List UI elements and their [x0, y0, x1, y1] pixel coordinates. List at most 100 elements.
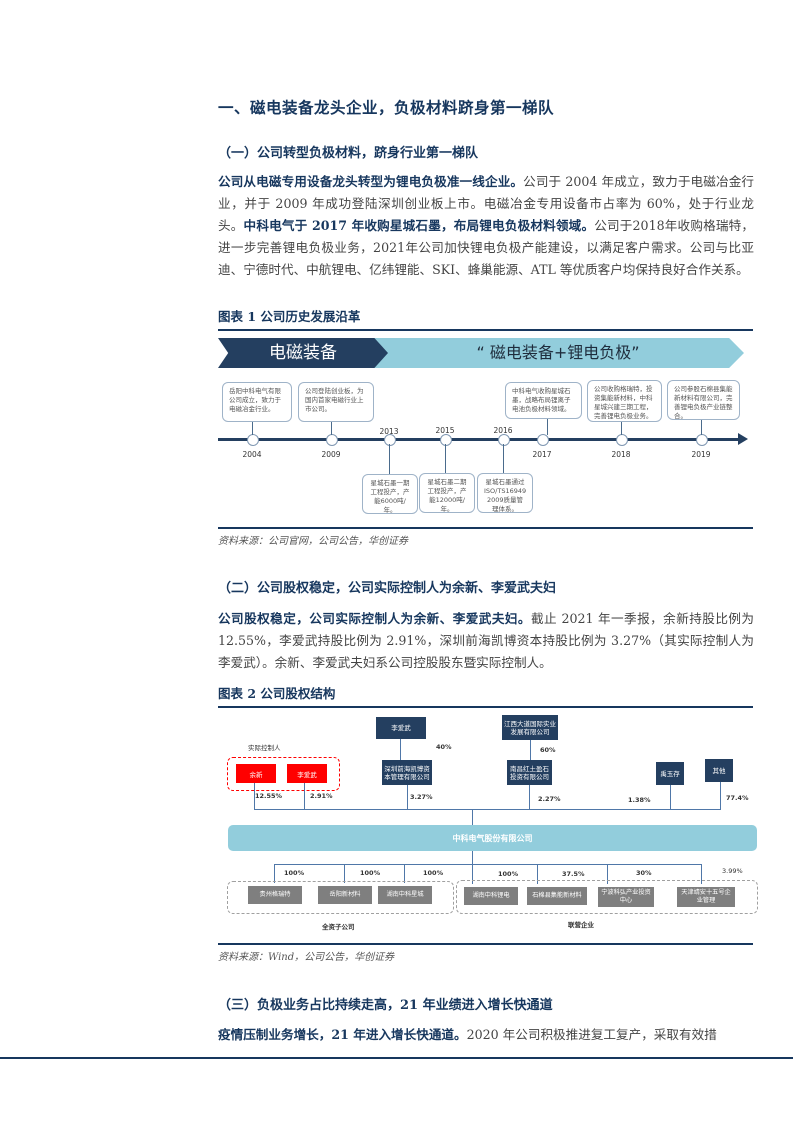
- event-box-2018: 公司收购格瑞特，投资集能新材料，中科星城兴建三期工程，完善锂电负极业务。: [587, 380, 662, 422]
- timeline-node-2009: [326, 434, 338, 446]
- pct-label: 77.4%: [726, 794, 749, 802]
- subsection-1-title: （一）公司转型负极材料，跻身行业第一梯队: [218, 146, 479, 161]
- year-label: 2019: [691, 450, 711, 459]
- pct-label: 12.55%: [255, 792, 283, 800]
- para-1-bold-2: 中科电气于 2017 年收购星城石墨，布局锂电负极材料领域。: [243, 218, 595, 233]
- pct-label: 100%: [360, 869, 381, 877]
- connector: [547, 419, 548, 435]
- event-box-2004: 岳阳中科电气有限公司成立，致力于电磁冶金行业。: [222, 382, 292, 422]
- year-label: 2016: [493, 426, 513, 435]
- event-box-2019: 公司参股石棉县集能新材料有限公司，完善锂电负极产业链整合。: [667, 380, 740, 420]
- event-box-2013: 星城石墨一期工程投产，产能6000吨/年。: [362, 474, 418, 514]
- year-label: 2009: [321, 450, 341, 459]
- associates-label: 联营企业: [568, 921, 594, 929]
- para-3-text: 2020 年公司积极推进复工复产，采取有效措: [466, 1027, 717, 1042]
- connector: [445, 444, 446, 473]
- subsection-3-title: （三）负极业务占比持续走高，21 年业绩进入增长快通道: [218, 998, 553, 1013]
- associates-group: [456, 880, 758, 914]
- holder-box-nanchang-hongtu: 南昌红土盈石投资有限公司: [507, 760, 552, 785]
- subsidiaries-group: [227, 881, 454, 914]
- connector: [529, 785, 530, 809]
- connector: [404, 864, 405, 883]
- connector: [503, 444, 504, 473]
- subsidiary-box: 湖南中科星城: [378, 886, 432, 904]
- subsection-1-paragraph: 公司从电磁专用设备龙头转型为锂电负极准一线企业。公司于 2004 年成立，致力于…: [218, 171, 754, 281]
- connector: [254, 809, 721, 810]
- connector: [472, 809, 473, 825]
- controller-box-yuxin: 余新: [236, 764, 276, 783]
- year-label: 2004: [242, 450, 262, 459]
- connector: [472, 851, 473, 864]
- section-title: 一、磁电装备龙头企业，负极材料跻身第一梯队: [218, 98, 555, 117]
- subsidiary-box: 贵州格瑞特: [248, 886, 302, 904]
- pct-label: 2.91%: [310, 792, 333, 800]
- associate-box: 石棉县集能新材料: [527, 887, 587, 905]
- connector: [274, 864, 275, 883]
- actual-controller-label: 实际控制人: [248, 744, 281, 752]
- associate-box: 天津靖安十五号企业管理: [677, 887, 735, 907]
- pct-label: 3.99%: [722, 867, 743, 875]
- connector: [701, 864, 702, 884]
- subsection-2-title: （二）公司股权稳定，公司实际控制人为余新、李爱武夫妇: [218, 581, 557, 596]
- timeline-node-2016: [498, 434, 510, 446]
- connector: [607, 864, 608, 884]
- pct-label: 100%: [423, 869, 444, 877]
- controller-box-liaiwu: 李爱武: [287, 764, 327, 783]
- figure-1-source: 资料来源：公司官网，公司公告，华创证券: [218, 527, 753, 547]
- connector: [701, 420, 702, 435]
- holder-box-liaiwu: 李爱武: [376, 717, 426, 739]
- connector: [344, 864, 345, 883]
- timeline-axis: [218, 438, 740, 441]
- pct-label: 30%: [636, 869, 652, 877]
- banner-magnetic-equipment: 电磁装备: [218, 338, 388, 368]
- main-company-box: 中科电气股份有限公司: [228, 825, 757, 851]
- banner-right-label: “ 磁电装备+锂电负极”: [476, 343, 640, 362]
- pct-label: 2.27%: [538, 795, 561, 803]
- figure-2-title: 图表 2 公司股权结构: [218, 683, 753, 708]
- timeline-node-2015: [440, 434, 452, 446]
- event-box-2015: 星城石墨二期工程投产，产能12000吨/年。: [419, 473, 475, 513]
- associate-box: 湖南中科锂电: [464, 887, 518, 905]
- connector: [304, 783, 305, 809]
- banner-left-label: 电磁装备: [269, 343, 337, 363]
- connector: [254, 783, 255, 809]
- year-label: 2015: [435, 426, 455, 435]
- connector: [472, 864, 473, 884]
- subsidiaries-label: 全资子公司: [322, 923, 355, 931]
- connector: [670, 785, 671, 809]
- para-3-bold-lead: 疫情压制业务增长，21 年进入增长快通道。: [218, 1027, 467, 1042]
- pct-label: 100%: [284, 869, 305, 877]
- para-1-bold-lead: 公司从电磁专用设备龙头转型为锂电负极准一线企业。: [218, 174, 524, 189]
- pct-label: 3.27%: [410, 793, 433, 801]
- holder-box-others: 其他: [705, 759, 733, 782]
- pct-label: 100%: [498, 870, 519, 878]
- timeline-arrow-icon: [738, 433, 748, 445]
- holder-box-qianhai-kaibo: 深圳前海凯博资本管理有限公司: [382, 760, 432, 785]
- timeline-node-2004: [247, 434, 259, 446]
- banner-magnetic-plus-lithium: “ 磁电装备+锂电负极”: [372, 338, 744, 368]
- year-label: 2018: [611, 450, 631, 459]
- connector: [720, 782, 721, 809]
- connector: [537, 864, 538, 884]
- subsidiary-box: 岳阳新材料: [318, 886, 372, 904]
- year-label: 2017: [532, 450, 552, 459]
- timeline-node-2013: [384, 434, 396, 446]
- controllers-group: [227, 757, 340, 791]
- connector: [530, 740, 531, 760]
- connector: [389, 444, 390, 474]
- pct-label: 37.5%: [562, 870, 585, 878]
- event-box-2016: 星城石墨通过ISO/TS16949 2009质量管理体系。: [477, 473, 533, 513]
- connector: [252, 422, 253, 435]
- figure-2-source: 资料来源：Wind，公司公告，华创证券: [218, 943, 753, 963]
- para-2-text: 截止 2021 年一季报，余新持股比例为 12.55%，李爱武持股比例为 2.9…: [218, 611, 755, 670]
- timeline-node-2018: [616, 434, 628, 446]
- pct-label: 40%: [436, 743, 452, 751]
- connector: [274, 864, 702, 865]
- connector: [331, 422, 332, 435]
- subsection-2-paragraph: 公司股权稳定，公司实际控制人为余新、李爱武夫妇。截止 2021 年一季报，余新持…: [218, 608, 754, 674]
- event-box-2009: 公司登陆创业板，为国内首家电磁行业上市公司。: [298, 382, 374, 422]
- year-label: 2013: [379, 427, 399, 436]
- para-1-text-2: 公司于2018年收购格瑞特，进一步完善锂电负极业务，2021年公司加快锂电负极产…: [218, 218, 754, 277]
- event-box-2017: 中科电气收购星城石墨，战略布局锂离子电池负极材料领域。: [505, 382, 582, 419]
- subsection-3-paragraph: 疫情压制业务增长，21 年进入增长快通道。2020 年公司积极推进复工复产，采取…: [218, 1024, 754, 1046]
